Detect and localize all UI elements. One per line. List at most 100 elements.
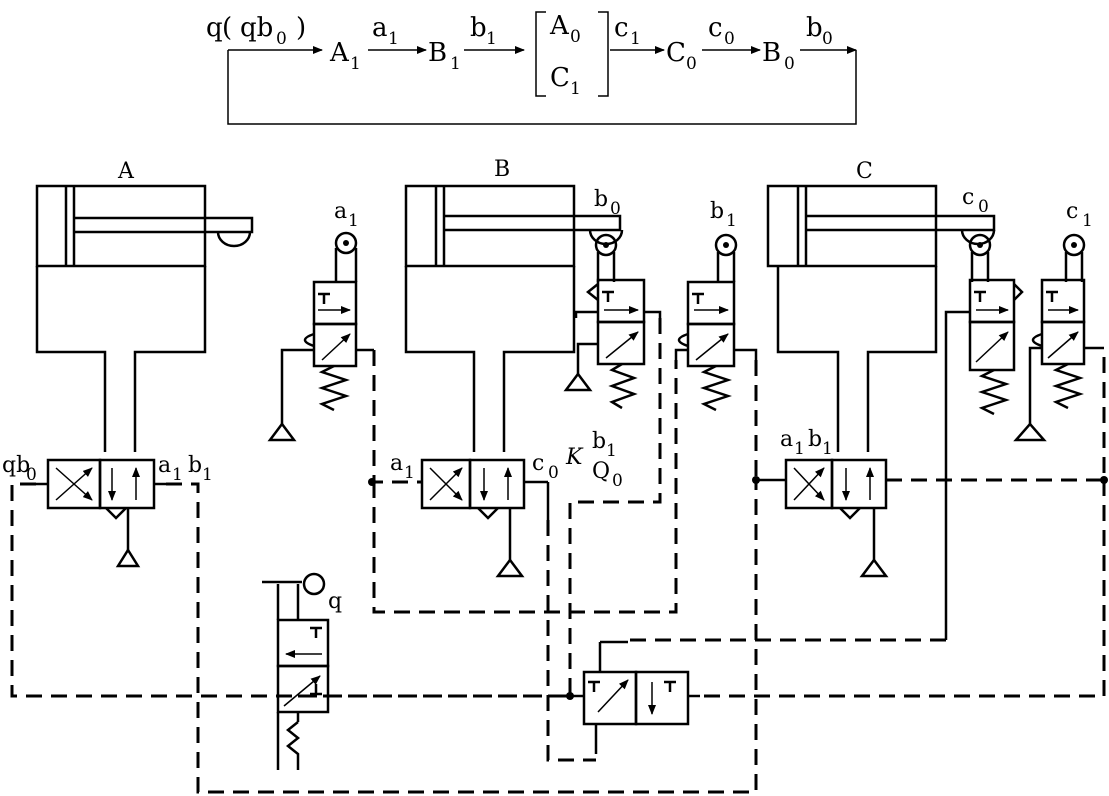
limit-valve-a1-block-symbol bbox=[318, 292, 330, 304]
roller-center-icon bbox=[1071, 242, 1077, 248]
limit-valve-b1-block-symbol bbox=[692, 292, 704, 304]
main-valve-c-notch bbox=[839, 507, 861, 520]
cylinder-a-cam bbox=[216, 231, 252, 248]
limit-valve-b1-lower-box bbox=[686, 322, 736, 368]
main-valve-a-left-base: qb bbox=[2, 453, 30, 478]
spring-icon bbox=[700, 364, 732, 412]
start-valve-label: q bbox=[328, 589, 342, 614]
limit-valve-c1-pilot-curve bbox=[1031, 332, 1043, 348]
sequence-start-paren-base: qb bbox=[240, 13, 273, 43]
pilot-line-a1b1 bbox=[166, 480, 758, 794]
sequence-result-b0-base: B bbox=[762, 38, 781, 68]
pilot-line-b1 bbox=[372, 360, 678, 614]
main-valve-a-right-base: a bbox=[158, 453, 171, 478]
sequence-parallel-top-sub: 0 bbox=[570, 27, 581, 47]
memory-valve-bottom-base: Q bbox=[592, 459, 610, 484]
limit-valve-b0-diag-arrow bbox=[605, 331, 639, 359]
limit-valve-a1-diag-arrow bbox=[321, 333, 351, 361]
main-valve-c-left-base2: b bbox=[808, 427, 822, 452]
limit-valve-c0-supply-line bbox=[944, 310, 970, 640]
roller-center-icon bbox=[603, 242, 609, 248]
main-valve-b-cross-arrow-2 bbox=[429, 467, 463, 501]
main-valve-a-right-base2: b bbox=[188, 453, 202, 478]
spring-icon bbox=[318, 364, 350, 412]
sequence-signal-b1-sub: 1 bbox=[486, 29, 497, 49]
sequence-bracket-left bbox=[535, 11, 546, 97]
sequence-signal-b0-sub: 0 bbox=[822, 29, 833, 49]
cylinder-b-port-right bbox=[502, 266, 576, 452]
sequence-parallel-top-base: A bbox=[549, 11, 570, 41]
cylinder-a-port-left bbox=[35, 266, 107, 452]
main-valve-c-parallel-box bbox=[830, 458, 888, 510]
main-valve-c: a 1 b 1 bbox=[752, 427, 1108, 578]
sequence-paren-open: ( bbox=[222, 13, 232, 43]
limit-valve-c1-label-sub: 1 bbox=[1082, 211, 1093, 231]
limit-valve-a1-lower-box bbox=[312, 322, 358, 368]
limit-valve-b0-exhaust-icon bbox=[563, 371, 593, 392]
cylinder-c: C bbox=[766, 159, 996, 452]
spring-icon bbox=[1052, 362, 1084, 410]
memory-valve-block-symbol bbox=[588, 680, 600, 692]
pilot-line-qb0 bbox=[10, 482, 570, 698]
main-valve-a-parallel-box bbox=[98, 458, 156, 510]
limit-valve-b0-lever bbox=[585, 283, 599, 301]
limit-valve-a1-exhaust-line bbox=[280, 348, 314, 424]
main-valve-c-left-base: a bbox=[780, 427, 793, 452]
cylinder-c-rod bbox=[806, 214, 996, 232]
memory-valve-block-symbol-2 bbox=[664, 680, 676, 692]
limit-valve-c1-lower-box bbox=[1040, 320, 1086, 366]
limit-valve-b1-label-sub: 1 bbox=[726, 211, 737, 231]
limit-valve-c1-block-symbol bbox=[1046, 290, 1058, 302]
limit-valve-c1-label-base: c bbox=[1066, 199, 1078, 224]
start-valve-block-symbol-2 bbox=[310, 684, 322, 696]
limit-valve-a1-exhaust-icon bbox=[267, 421, 297, 442]
limit-valve-c1-exhaust-line bbox=[1028, 346, 1042, 424]
sequence-start-paren-sub: 0 bbox=[276, 29, 287, 49]
sequence-result-b1-base: B bbox=[428, 38, 447, 68]
push-button-icon bbox=[302, 572, 326, 596]
limit-valve-b1-in-line bbox=[674, 348, 688, 360]
limit-valve-b1-diag-arrow bbox=[695, 333, 729, 361]
main-valve-c-left-sub: 1 bbox=[794, 439, 805, 459]
main-valve-a-exhaust-icon bbox=[115, 547, 141, 568]
start-valve-lower-box bbox=[276, 664, 330, 714]
main-valve-a-cross-arrow-2 bbox=[55, 467, 93, 501]
main-valve-b-parallel-box bbox=[468, 458, 526, 510]
pilot-line-c0 bbox=[546, 520, 596, 762]
cylinder-c-port-left bbox=[776, 266, 840, 452]
main-valve-b-notch bbox=[477, 507, 499, 520]
memory-valve-top-sub: 1 bbox=[606, 441, 617, 461]
sequence-start-signal: q bbox=[206, 13, 223, 43]
spring-icon bbox=[978, 368, 1010, 416]
sequence-result-a1-sub: 1 bbox=[350, 54, 361, 74]
memory-valve-right-box bbox=[634, 670, 690, 726]
cylinder-a: A bbox=[35, 159, 254, 452]
sequence-loop-line bbox=[227, 50, 857, 125]
limit-valve-c1-exhaust-icon bbox=[1013, 422, 1047, 442]
main-valve-c-cross-arrow-2 bbox=[793, 467, 825, 501]
sequence-result-b0-sub: 0 bbox=[784, 54, 795, 74]
sequence-signal-c0-sub: 0 bbox=[724, 29, 735, 49]
sequence-paren-close: ) bbox=[296, 13, 306, 43]
roller-icon bbox=[594, 233, 618, 257]
limit-valve-c1-upper-box bbox=[1040, 278, 1086, 324]
sequence-result-a1-base: A bbox=[329, 38, 350, 68]
cylinder-a-label: A bbox=[117, 159, 135, 184]
main-valve-c-left-sub2: 1 bbox=[822, 439, 833, 459]
sequence-parallel-bottom-sub: 1 bbox=[570, 79, 581, 99]
main-valve-a: qb 0 a 1 b 1 bbox=[2, 453, 213, 568]
cylinder-b: B bbox=[404, 157, 624, 452]
main-valve-b-exhaust-icon bbox=[495, 557, 525, 578]
limit-valve-a1-label-base: a bbox=[334, 199, 347, 224]
limit-valve-b0-upper-box bbox=[596, 278, 646, 324]
limit-valve-c0: c 0 bbox=[944, 185, 1024, 640]
memory-valve-label: K b 1 Q 0 bbox=[565, 429, 623, 491]
main-valve-b-right-sub: 0 bbox=[548, 463, 559, 483]
limit-valve-b0-exhaust-line bbox=[576, 342, 598, 374]
cylinder-b-cam bbox=[588, 229, 624, 246]
limit-valve-b1-label-base: b bbox=[710, 199, 724, 224]
main-valve-a-left-sub: 0 bbox=[26, 465, 37, 485]
memory-valve-left-box bbox=[582, 670, 638, 726]
sequence-signal-b0-base: b bbox=[806, 13, 823, 43]
